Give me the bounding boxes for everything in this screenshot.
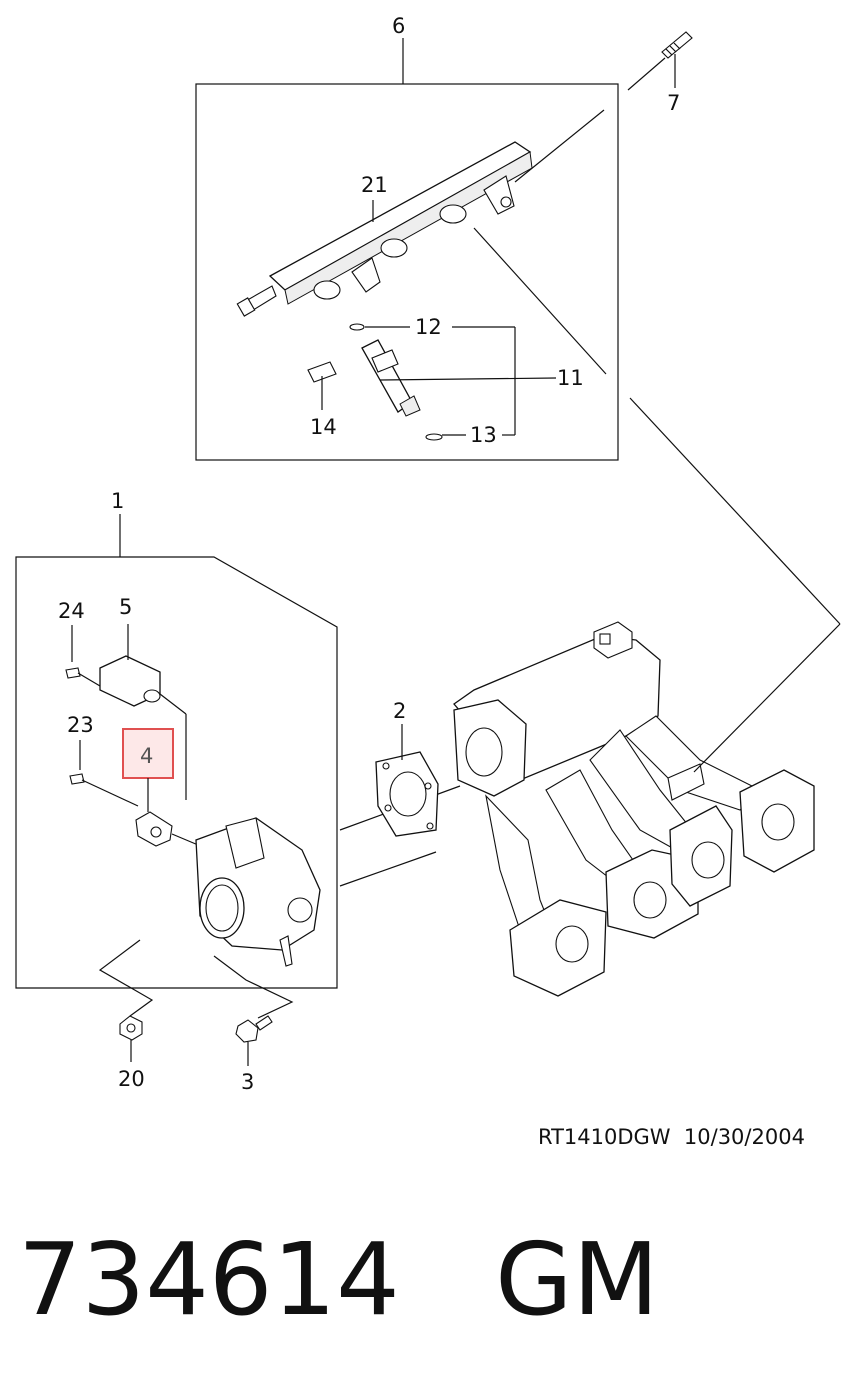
callout-3[interactable]: 3 — [241, 1070, 254, 1094]
o-ring-12-icon — [349, 323, 365, 331]
bolt-3-icon — [235, 1015, 273, 1066]
callout-24[interactable]: 24 — [58, 599, 85, 623]
callout-13[interactable]: 13 — [470, 423, 497, 447]
callout-6[interactable]: 6 — [392, 14, 405, 38]
iac-valve-5-icon — [99, 624, 187, 800]
screw-23-icon — [69, 740, 139, 807]
clip-14-icon — [307, 361, 337, 410]
callout-11[interactable]: 11 — [557, 366, 584, 390]
callout-20[interactable]: 20 — [118, 1067, 145, 1091]
throttle-body-icon — [195, 785, 461, 967]
seal-13-icon — [425, 433, 443, 441]
callout-12[interactable]: 12 — [415, 315, 442, 339]
callout-2[interactable]: 2 — [393, 699, 406, 723]
throttle-body-frame — [15, 514, 461, 1019]
callout-5[interactable]: 5 — [119, 595, 132, 619]
callout-7[interactable]: 7 — [667, 91, 680, 115]
bolt-7-icon — [661, 31, 693, 88]
screw-24-icon — [65, 625, 101, 687]
gasket-2-icon — [375, 724, 439, 837]
part-number-title: 734614 GM — [18, 1221, 659, 1338]
nut-20-icon — [119, 1015, 143, 1062]
callout-21[interactable]: 21 — [361, 173, 388, 197]
fuel-rail-21-icon — [236, 109, 605, 317]
callout-23[interactable]: 23 — [67, 713, 94, 737]
drawing-reference: RT1410DGW 10/30/2004 — [538, 1125, 805, 1149]
callout-14[interactable]: 14 — [310, 415, 337, 439]
intake-manifold-icon — [453, 621, 815, 997]
callout-4[interactable]: 4 — [140, 744, 153, 768]
callout-1[interactable]: 1 — [111, 489, 124, 513]
callout-4-highlight[interactable] — [122, 728, 174, 779]
injector-11-icon — [361, 339, 557, 417]
fuel-rail-frame — [195, 31, 693, 461]
